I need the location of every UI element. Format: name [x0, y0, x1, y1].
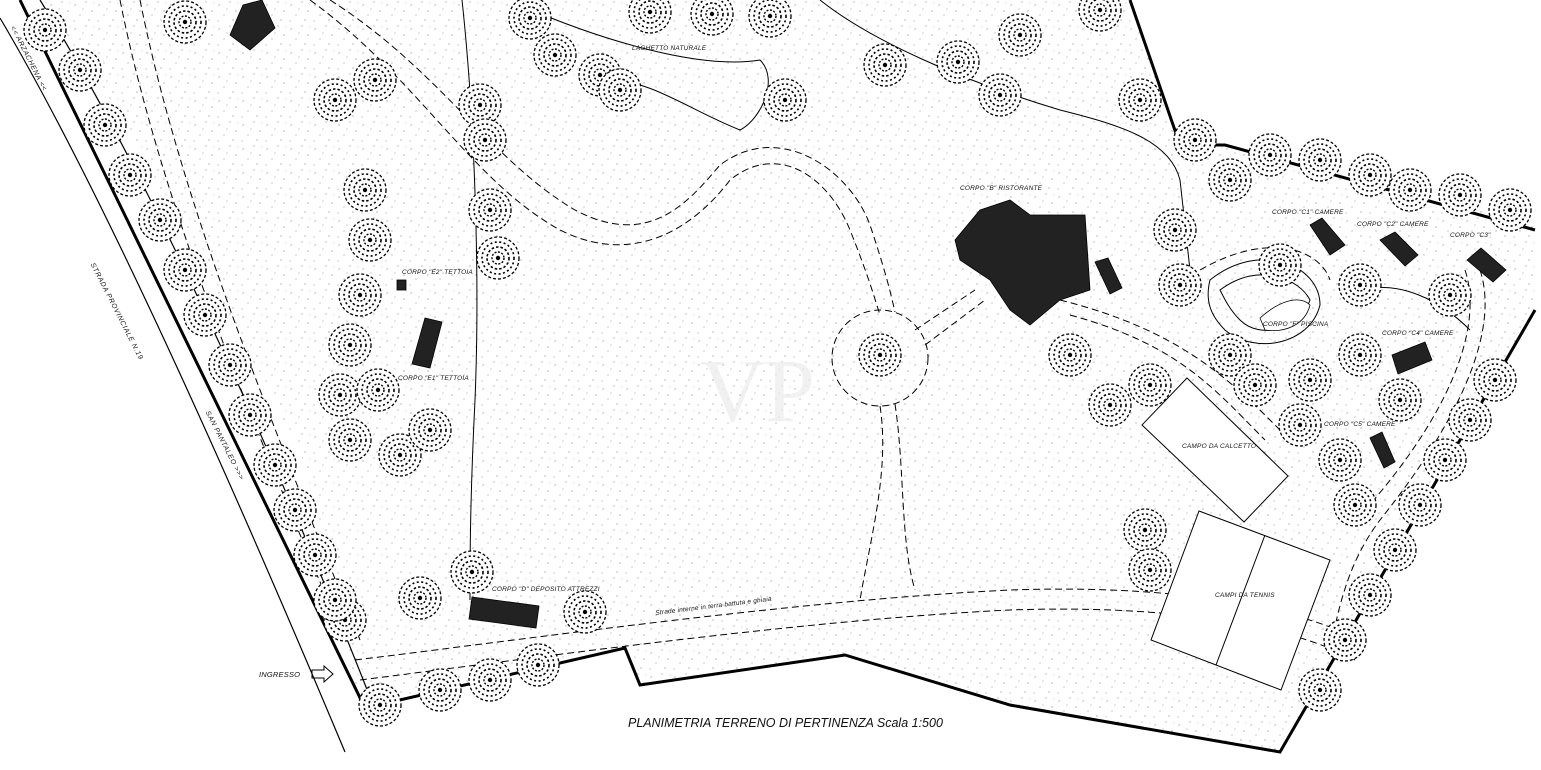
label-e2: CORPO "E2" TETTOIA [402, 269, 473, 276]
building-c4 [1391, 341, 1433, 375]
label-e1: CORPO "E1" TETTOIA [398, 375, 469, 382]
label-c5: CORPO "C5" CAMERE [1324, 421, 1396, 428]
label-calcetto: CAMPO DA CALCETTO [1182, 443, 1257, 450]
label-ristorante: CORPO "B" RISTORANTE [960, 185, 1043, 192]
label-piscina: CORPO "F" PISCINA [1263, 321, 1329, 328]
campo-calcetto [1141, 377, 1289, 523]
building-c5 [1369, 431, 1396, 469]
label-c4: CORPO "C4" CAMERE [1382, 330, 1454, 337]
label-laghetto: LAGHETTO NATURALE [632, 45, 707, 52]
ingresso-arrow-icon [311, 664, 334, 684]
label-c1: CORPO "C1" CAMERE [1272, 209, 1344, 216]
provincial-road [0, 17, 346, 753]
building-ristorante-annex [1094, 257, 1123, 295]
label-d: CORPO "D" DEPOSITO ATTREZZI [492, 586, 600, 593]
label-c3: CORPO "C3" [1450, 232, 1491, 239]
label-ingresso: INGRESSO [259, 670, 301, 679]
plan-caption: PLANIMETRIA TERRENO DI PERTINENZA Scala … [628, 716, 943, 730]
label-c2: CORPO "C2" CAMERE [1357, 221, 1429, 228]
buildings [229, 0, 1507, 629]
label-tennis: CAMPI DA TENNIS [1215, 592, 1275, 599]
building-e1 [411, 317, 443, 369]
building-c3 [1466, 247, 1507, 283]
building-c2 [1379, 231, 1419, 267]
watermark: VP [700, 342, 816, 441]
building-c1 [1309, 217, 1346, 256]
building-d [468, 596, 540, 629]
building-ristorante [954, 199, 1091, 326]
pool [1259, 299, 1311, 332]
internal-roads [119, 0, 1486, 681]
building-north [229, 0, 276, 51]
property-boundary [18, 0, 1537, 754]
building-e2 [396, 279, 407, 291]
